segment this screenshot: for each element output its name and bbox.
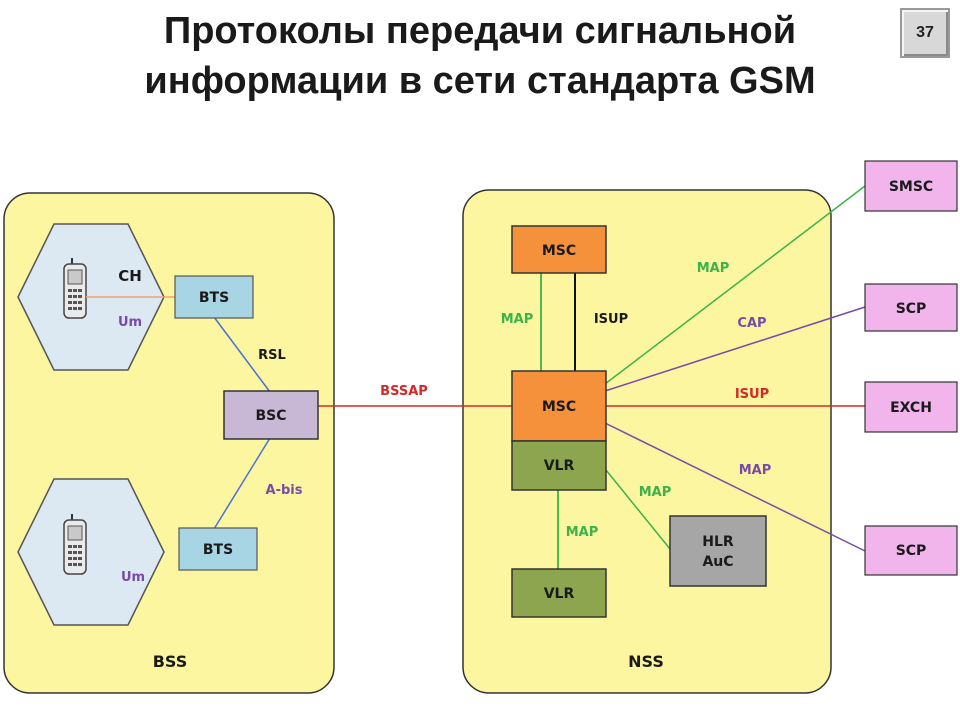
smsc-box <box>864 160 958 212</box>
mobile-phone-icon <box>63 514 87 575</box>
msc-top-box <box>511 225 607 274</box>
bts-bottom-label: BTS <box>203 542 233 558</box>
title-line-2: информации в сети стандарта GSM <box>144 60 816 102</box>
auc-label: AuC <box>702 554 733 570</box>
scp-top-box <box>864 283 958 332</box>
link-bsc-bts-bottom <box>213 437 271 530</box>
hlr-label: HLR <box>702 534 734 550</box>
nss-zone-label: NSS <box>628 652 664 671</box>
bts-top-box <box>174 275 254 319</box>
bsc-label: BSC <box>255 408 286 424</box>
link-bts-top-bsc <box>213 316 271 393</box>
bts-top-label: BTS <box>199 290 229 306</box>
page-number: 37 <box>916 24 934 41</box>
cap-scp-label: CAP <box>737 316 766 331</box>
mobile-phone-icon <box>63 258 87 319</box>
cell-top-channel-label: CH <box>118 267 142 285</box>
scp-bottom-label: SCP <box>896 543 927 559</box>
isup-exch-label: ISUP <box>735 387 769 402</box>
msc-top-label: MSC <box>542 243 576 259</box>
exch-box <box>864 381 958 433</box>
bsc-box <box>223 390 319 440</box>
cell-top-um-label: Um <box>118 315 142 330</box>
scp-top-label: SCP <box>896 301 927 317</box>
bts-bottom-box <box>178 527 258 571</box>
map-msc-left-label: MAP <box>501 312 534 327</box>
link-msc-scp-top <box>604 306 866 392</box>
hlr-auc-box <box>669 515 767 587</box>
vlr-main-box <box>511 440 607 491</box>
map-vlr-label: MAP <box>566 525 599 540</box>
abis-link-label: A-bis <box>266 483 303 498</box>
smsc-label: SMSC <box>889 179 933 195</box>
vlr-bottom-label: VLR <box>544 586 575 602</box>
msc-main-label: MSC <box>542 399 576 415</box>
link-vlr-hlr <box>605 469 671 550</box>
vlr-main-label: VLR <box>544 458 575 474</box>
page-number-badge: 37 <box>900 8 950 58</box>
vlr-bottom-box <box>511 568 607 618</box>
page-title: Протоколы передачи сигнальной информации… <box>60 6 900 106</box>
map-smsc-label: MAP <box>697 261 730 276</box>
bssap-link-label: BSSAP <box>380 384 428 399</box>
link-msc-scp-bottom <box>604 422 866 552</box>
scp-bottom-box <box>864 525 958 576</box>
isup-msc-label: ISUP <box>594 312 628 327</box>
cell-bottom-hexagon <box>17 478 165 626</box>
map-scp-label: MAP <box>739 463 772 478</box>
exch-label: EXCH <box>890 400 932 416</box>
map-hlr-label: MAP <box>639 485 672 500</box>
rsl-link-label: RSL <box>258 348 286 363</box>
cell-bottom-um-label: Um <box>121 570 145 585</box>
bss-zone-label: BSS <box>153 652 188 671</box>
title-line-1: Протоколы передачи сигнальной <box>163 10 797 52</box>
link-msc-smsc <box>604 185 866 385</box>
